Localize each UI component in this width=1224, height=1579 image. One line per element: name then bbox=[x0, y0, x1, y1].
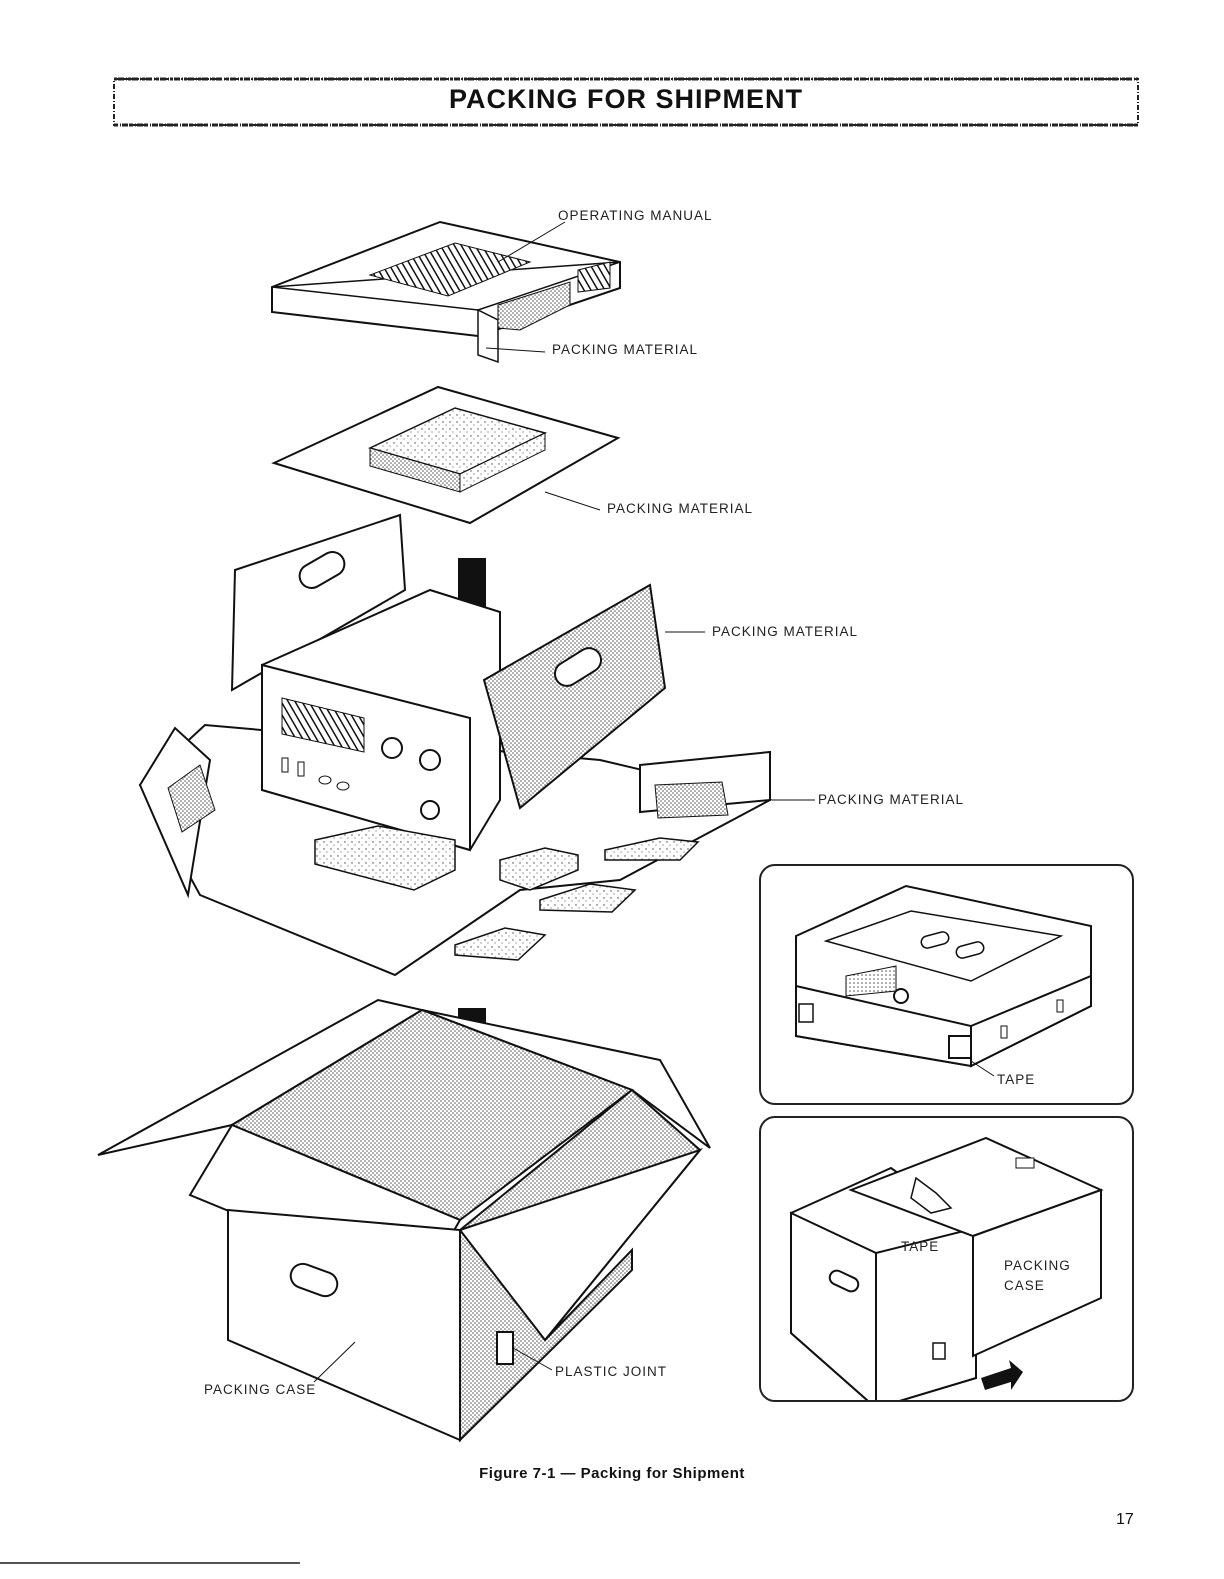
middle-pad bbox=[271, 385, 621, 525]
inset-2-drawing: TAPE PACKING CASE bbox=[790, 1136, 1104, 1400]
inset-1-tape-label: TAPE bbox=[997, 1072, 1035, 1087]
inset-taped-box: TAPE bbox=[759, 864, 1134, 1105]
label-packing-case: PACKING CASE bbox=[204, 1382, 316, 1397]
inset-2-case-label-line1: PACKING bbox=[1004, 1258, 1071, 1273]
inset-2-tape-label: TAPE bbox=[901, 1239, 939, 1254]
label-plastic-joint: PLASTIC JOINT bbox=[555, 1364, 667, 1379]
banner-frame bbox=[113, 77, 1139, 127]
top-tray bbox=[271, 220, 621, 364]
label-packing-material-2: PACKING MATERIAL bbox=[607, 501, 753, 516]
inset-closed-case: TAPE PACKING CASE bbox=[759, 1116, 1134, 1402]
inset-1-drawing: TAPE bbox=[795, 884, 1092, 1087]
bottom-rule bbox=[0, 1562, 300, 1564]
label-packing-material-4: PACKING MATERIAL bbox=[818, 792, 964, 807]
label-packing-material-1: PACKING MATERIAL bbox=[552, 342, 698, 357]
page-number: 17 bbox=[1116, 1511, 1134, 1528]
page-header-banner: PACKING FOR SHIPMENT bbox=[112, 76, 1140, 128]
label-packing-material-3: PACKING MATERIAL bbox=[712, 624, 858, 639]
operating-manual bbox=[368, 242, 532, 297]
figure-caption: Figure 7-1 — Packing for Shipment bbox=[479, 1465, 745, 1482]
packing-illustration: OPERATING MANUAL PACKING MATERIAL PACKIN… bbox=[97, 208, 964, 1443]
label-operating-manual: OPERATING MANUAL bbox=[558, 208, 713, 223]
instrument-carton bbox=[138, 513, 773, 977]
page-title: PACKING FOR SHIPMENT bbox=[448, 84, 803, 114]
inset-2-case-label-line2: CASE bbox=[1004, 1278, 1045, 1293]
